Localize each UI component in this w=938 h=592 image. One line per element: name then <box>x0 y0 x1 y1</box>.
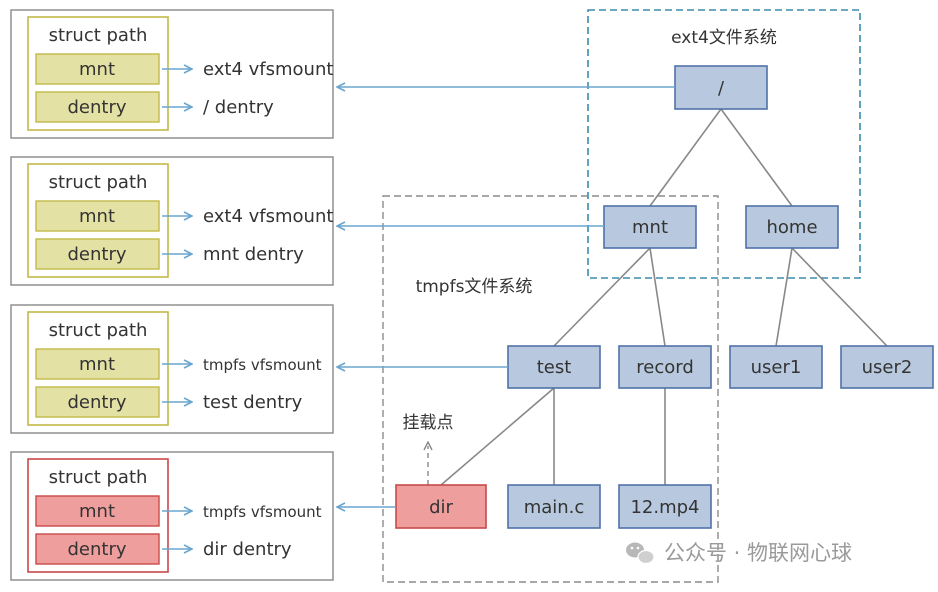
struct-path-title: struct path <box>49 25 148 46</box>
node-record-label: record <box>636 357 694 378</box>
node-mainc-label: main.c <box>524 497 585 518</box>
reference-arrows <box>337 87 675 507</box>
node-root: / <box>674 65 768 110</box>
struct-path-title: struct path <box>49 320 148 341</box>
dentry-target-label: test dentry <box>203 392 303 413</box>
watermark: 公众号 · 物联网心球 <box>626 541 852 565</box>
mnt-target-label: tmpfs vfsmount <box>203 356 322 374</box>
node-user1: user1 <box>729 345 823 389</box>
node-test: test <box>507 345 601 389</box>
dentry-field <box>35 91 160 123</box>
struct-path-title: struct path <box>49 172 148 193</box>
mnt-target-label: ext4 vfsmount <box>203 206 333 227</box>
edge-home-user2 <box>791 247 888 347</box>
node-mnt-label: mnt <box>632 217 668 238</box>
struct-path-panels: struct path mnt dentry ext4 vfsmount / dentr… <box>10 9 334 581</box>
dentry-target-label: dir dentry <box>203 539 292 560</box>
struct-path-panel: struct path mnt dentry ext4 vfsmount mnt den… <box>10 156 334 286</box>
dentry-field <box>35 533 160 565</box>
mnt-target-label: tmpfs vfsmount <box>203 503 322 521</box>
tmpfs-filesystem-boundary <box>382 195 719 583</box>
mnt-field <box>35 495 160 527</box>
node-dir: dir <box>395 484 487 529</box>
dentry-target-label: / dentry <box>203 97 274 118</box>
mnt-field <box>35 53 160 85</box>
tmpfs-filesystem-label: tmpfs文件系统 <box>416 277 533 297</box>
dentry-field <box>35 386 160 418</box>
node-root-label: / <box>718 78 725 99</box>
mount-point-label: 挂载点 <box>403 413 454 433</box>
dentry-field-label: dentry <box>67 244 126 265</box>
node-mnt: mnt <box>603 205 697 249</box>
struct-path-panel: struct path mnt dentry tmpfs vfsmount test d… <box>10 304 334 434</box>
node-home: home <box>745 205 839 249</box>
ext4-filesystem-boundary <box>587 9 861 279</box>
node-mainc: main.c <box>507 484 601 529</box>
node-user2-label: user2 <box>862 357 913 378</box>
mnt-field-label: mnt <box>79 501 115 522</box>
dentry-field-label: dentry <box>67 392 126 413</box>
edge-home-user1 <box>775 247 793 347</box>
mnt-field-label: mnt <box>79 354 115 375</box>
dentry-field-label: dentry <box>67 539 126 560</box>
dentry-field-label: dentry <box>67 97 126 118</box>
dentry-field <box>35 238 160 270</box>
node-record: record <box>618 345 712 389</box>
mnt-target-label: ext4 vfsmount <box>203 59 333 80</box>
mnt-field-label: mnt <box>79 206 115 227</box>
ext4-filesystem-label: ext4文件系统 <box>671 28 777 48</box>
wechat-icon <box>626 542 655 565</box>
struct-path-panel: struct path mnt dentry tmpfs vfsmount dir de… <box>10 451 334 581</box>
watermark-text: 公众号 · 物联网心球 <box>664 541 852 565</box>
edge-test-dir <box>440 387 555 486</box>
edge-mnt-record <box>649 247 666 347</box>
struct-path-title: struct path <box>49 467 148 488</box>
node-home-label: home <box>766 217 817 238</box>
mnt-field-label: mnt <box>79 59 115 80</box>
dentry-target-label: mnt dentry <box>203 244 304 265</box>
mnt-field <box>35 348 160 380</box>
node-dir-label: dir <box>429 497 453 518</box>
edge-mnt-test <box>553 247 651 347</box>
node-mp4: 12.mp4 <box>618 484 712 529</box>
tree-edges <box>440 108 888 486</box>
edge-root-home <box>720 108 793 207</box>
node-mp4-label: 12.mp4 <box>630 497 699 518</box>
edge-root-mnt <box>649 108 722 207</box>
mnt-field <box>35 200 160 232</box>
node-test-label: test <box>537 357 572 378</box>
node-user1-label: user1 <box>751 357 802 378</box>
struct-path-panel: struct path mnt dentry ext4 vfsmount / dentr… <box>10 9 334 139</box>
node-user2: user2 <box>840 345 934 389</box>
